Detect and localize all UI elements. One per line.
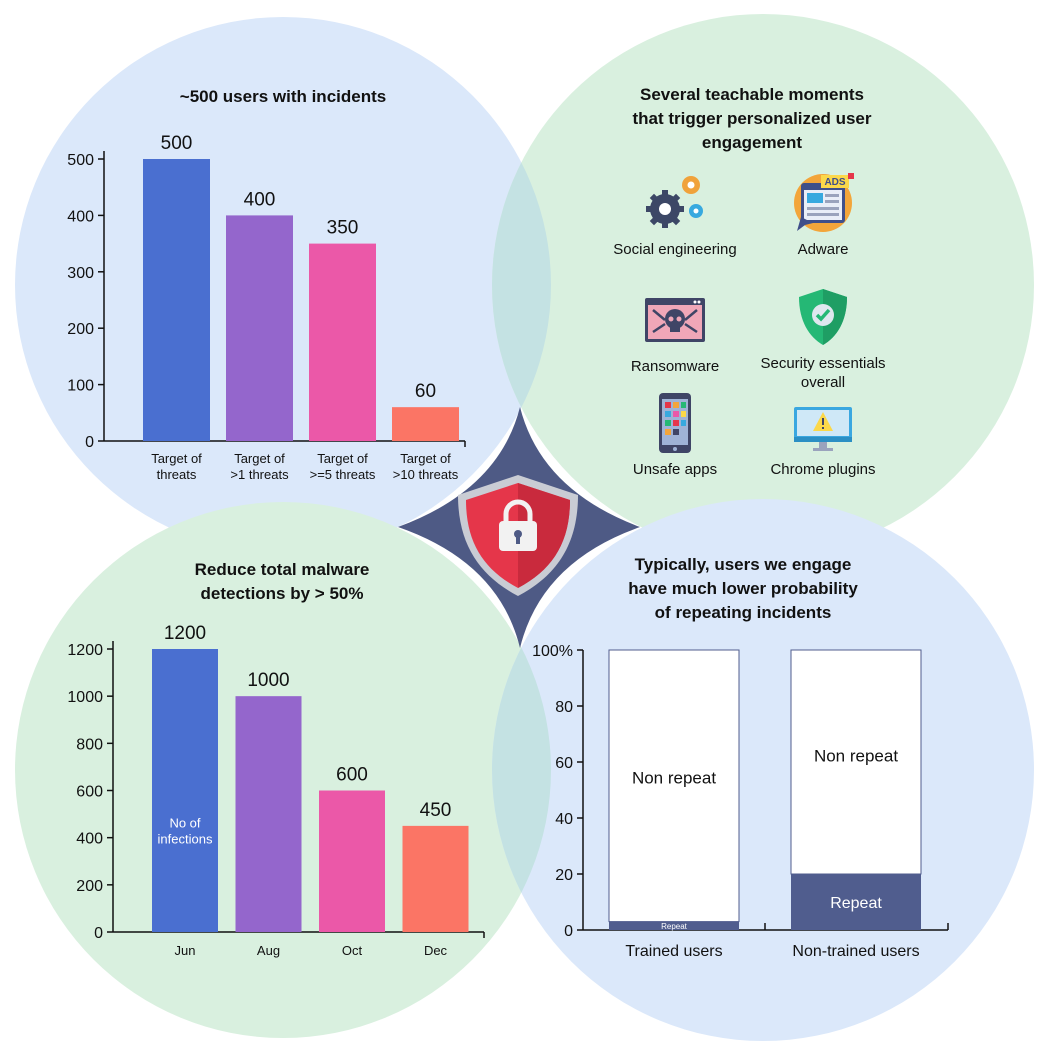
segment-label-non-repeat: Non repeat bbox=[632, 769, 716, 788]
y-tick-label: 800 bbox=[76, 736, 103, 753]
data-label: 1000 bbox=[247, 670, 289, 691]
y-tick-label: 0 bbox=[85, 434, 94, 451]
x-tick-label: Target of>=5 threats bbox=[310, 451, 376, 482]
data-label: 400 bbox=[244, 189, 276, 210]
shield-check-icon bbox=[799, 289, 847, 345]
moment-security-essentials: Security essentials overall bbox=[748, 287, 898, 392]
moment-ransomware: Ransomware bbox=[600, 290, 750, 376]
y-tick-label: 600 bbox=[76, 784, 103, 801]
y-tick-label: 0 bbox=[94, 925, 103, 942]
y-tick-label: 0 bbox=[564, 923, 573, 940]
bar bbox=[392, 407, 459, 441]
title-teachable-moments: Several teachable moments that trigger p… bbox=[632, 85, 872, 152]
moment-label-security-essentials: Security essentials overall bbox=[760, 355, 886, 391]
lock-shield-icon bbox=[458, 475, 578, 596]
moment-label-chrome-plugins: Chrome plugins bbox=[770, 461, 876, 478]
moment-label-social-engineering: Social engineering bbox=[613, 241, 737, 258]
data-label: 1200 bbox=[164, 623, 206, 644]
title-repeat-probability: Typically, users we engage have much low… bbox=[628, 555, 858, 622]
x-tick-label: Non-trained users bbox=[792, 943, 919, 960]
y-tick-label: 200 bbox=[76, 878, 103, 895]
y-tick-label: 100 bbox=[67, 378, 94, 395]
moment-label-ransomware: Ransomware bbox=[630, 358, 720, 375]
circle-top-right bbox=[492, 14, 1034, 556]
x-tick-label: Target of>1 threats bbox=[230, 451, 289, 482]
segment-label-repeat: Repeat bbox=[830, 895, 882, 912]
moment-social-engineering: Social engineering bbox=[600, 173, 750, 259]
bar bbox=[152, 649, 218, 932]
y-tick-label: 500 bbox=[67, 152, 94, 169]
bar-segment-repeat bbox=[791, 874, 921, 930]
gears-icon bbox=[646, 176, 703, 228]
x-tick-label: Target of>10 threats bbox=[393, 451, 459, 482]
x-tick-label: Trained users bbox=[625, 943, 722, 960]
y-tick-label: 400 bbox=[67, 208, 94, 225]
svg-text:ADS: ADS bbox=[824, 177, 845, 188]
y-tick-label: 100% bbox=[532, 643, 573, 660]
moment-label-unsafe-apps: Unsafe apps bbox=[632, 461, 718, 478]
skull-screen-icon bbox=[645, 298, 705, 342]
bar bbox=[402, 825, 469, 932]
warning-monitor-icon bbox=[794, 407, 852, 451]
x-tick-label: Aug bbox=[257, 943, 280, 958]
moment-unsafe-apps: Unsafe apps bbox=[600, 393, 750, 479]
bar bbox=[309, 243, 376, 441]
ads-browser-icon: ADS bbox=[794, 173, 854, 232]
x-tick-label: Oct bbox=[342, 943, 363, 958]
y-tick-label: 1000 bbox=[67, 689, 103, 706]
data-label: 500 bbox=[161, 133, 193, 154]
bar bbox=[235, 696, 302, 932]
data-label: 600 bbox=[336, 765, 368, 786]
bar-segment-non-repeat bbox=[790, 649, 922, 875]
bar-segment-repeat bbox=[609, 921, 739, 930]
y-tick-label: 80 bbox=[555, 699, 573, 716]
y-tick-label: 200 bbox=[67, 321, 94, 338]
y-tick-label: 400 bbox=[76, 831, 103, 848]
data-label: 450 bbox=[420, 800, 452, 821]
bar bbox=[143, 159, 210, 441]
x-tick-label: Jun bbox=[175, 943, 196, 958]
title-users-with-incidents: ~500 users with incidents bbox=[179, 87, 387, 106]
title-reduce-malware: Reduce total malware detections by > 50% bbox=[194, 560, 370, 603]
smartphone-icon bbox=[659, 393, 691, 453]
x-tick-label: Dec bbox=[424, 943, 448, 958]
data-label: 60 bbox=[415, 381, 436, 402]
moment-adware: ADS Adware bbox=[748, 173, 898, 259]
data-label: 350 bbox=[327, 218, 359, 239]
y-tick-label: 1200 bbox=[67, 642, 103, 659]
segment-label-repeat: Repeat bbox=[661, 922, 688, 931]
y-tick-label: 40 bbox=[555, 811, 573, 828]
moment-chrome-plugins: Chrome plugins bbox=[748, 393, 898, 479]
bar bbox=[319, 790, 385, 932]
moment-label-adware: Adware bbox=[797, 241, 849, 258]
y-tick-label: 60 bbox=[555, 755, 573, 772]
bar bbox=[226, 215, 293, 441]
segment-label-non-repeat: Non repeat bbox=[814, 746, 898, 765]
y-tick-label: 300 bbox=[67, 265, 94, 282]
y-tick-label: 20 bbox=[555, 867, 573, 884]
